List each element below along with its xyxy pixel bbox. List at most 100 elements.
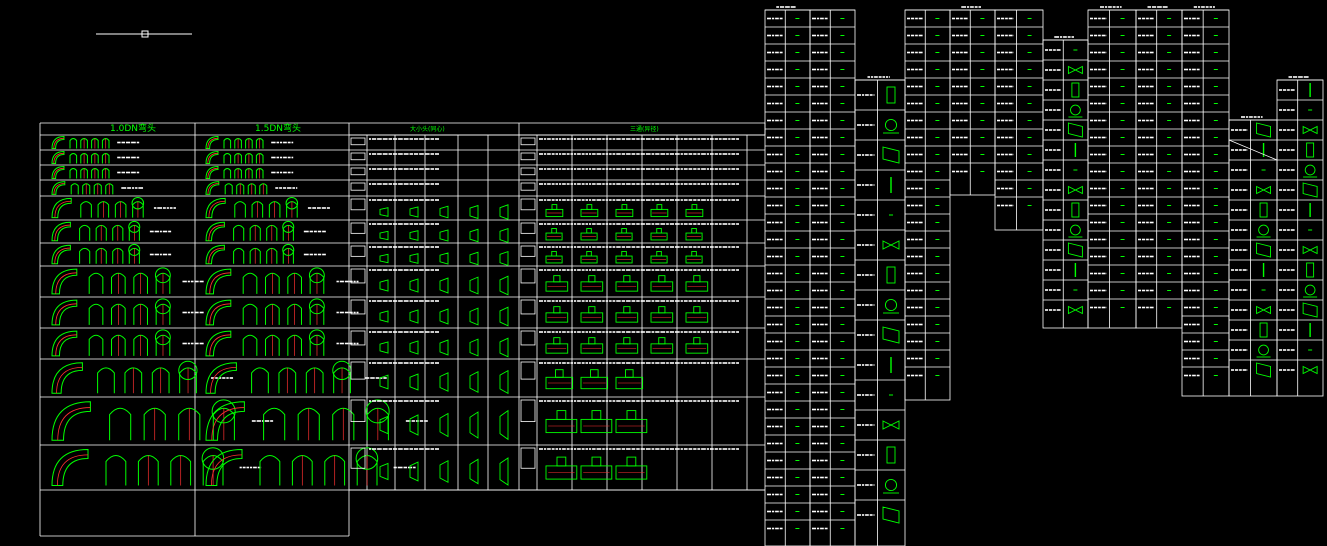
row-tag [350, 268, 366, 284]
reducer-icon [409, 340, 419, 355]
row-tag [520, 198, 536, 211]
reducer-icon [439, 252, 449, 265]
elbow-symbol-row [205, 329, 325, 357]
elbow-symbol-row [51, 165, 110, 179]
check-valve-icon [884, 478, 898, 492]
valve-table-block [1087, 6, 1137, 329]
pipe-section-icon [1259, 202, 1268, 218]
gate-valve-icon [1302, 125, 1318, 135]
reducer-icon [379, 374, 389, 390]
row-tag [350, 447, 366, 469]
gate-valve-icon [1256, 305, 1272, 315]
gate-valve-icon [1302, 365, 1318, 375]
header-reducer: 大小头(同心) [410, 125, 445, 133]
gate-valve-icon [1302, 245, 1318, 255]
row-tag [520, 361, 536, 380]
check-valve-icon [884, 118, 898, 132]
fittings-table [39, 122, 766, 537]
elbow-symbol-row [205, 196, 299, 219]
reducer-icon [469, 458, 479, 485]
pipe-section-icon [886, 266, 896, 284]
row-tag [520, 137, 536, 146]
pipe-section-icon [1071, 82, 1080, 98]
reducer-icon [499, 409, 509, 441]
reducer-icon [379, 462, 389, 481]
row-tag [350, 361, 366, 380]
row-tag [520, 222, 536, 234]
flange-icon [882, 146, 900, 164]
flange-icon [1302, 182, 1318, 198]
gate-valve-icon [1067, 305, 1083, 315]
reducer-icon [499, 204, 509, 220]
elbow-symbol-row [51, 220, 141, 242]
elbow-symbols [51, 135, 428, 486]
row-tag [350, 299, 366, 315]
reducer-icon [469, 276, 479, 295]
flange-icon [1302, 302, 1318, 318]
reducer-icon [379, 310, 389, 323]
row-tag [350, 198, 366, 211]
reducer-icon [379, 341, 389, 354]
reducer-icon [379, 279, 389, 292]
tee-symbols [520, 137, 739, 480]
check-valve-icon [884, 298, 898, 312]
elbow-symbol-row [51, 360, 198, 394]
elbow-symbol-row [51, 267, 171, 295]
valve-table-block [1181, 6, 1230, 397]
reducer-icon [439, 459, 449, 484]
reducer-icon [379, 230, 389, 241]
valve-table-block [809, 9, 856, 546]
row-tag [520, 182, 536, 191]
row-tag [350, 222, 366, 234]
pipe-section-icon [1259, 322, 1268, 338]
row-tag [350, 137, 366, 146]
check-valve-icon [1258, 344, 1269, 356]
reducer-icon [409, 230, 419, 241]
elbow-symbol-row [51, 196, 145, 219]
row-tag [520, 245, 536, 257]
slider-handle-icon[interactable] [141, 30, 149, 38]
flange-icon [882, 326, 900, 344]
reducer-icon [499, 369, 509, 395]
reducer-icon [499, 275, 509, 296]
reducer-icon [499, 227, 509, 244]
row-tag [520, 167, 536, 176]
check-valve-icon [1070, 104, 1081, 116]
reducer-icon [469, 411, 479, 439]
row-tag [350, 399, 366, 423]
reducer-icon [439, 412, 449, 438]
reducer-icon [469, 228, 479, 243]
gate-valve-icon [1256, 185, 1272, 195]
pipe-section-icon [1306, 142, 1315, 158]
reducer-icon [379, 207, 389, 217]
header-1dn-elbow: 1.0DN弯头 [110, 122, 156, 134]
elbow-symbol-row [205, 399, 390, 441]
elbow-symbol-row [205, 447, 379, 486]
pipe-section-icon [1306, 262, 1315, 278]
elbow-symbol-row [205, 298, 325, 326]
valve-table-block [1135, 6, 1183, 329]
reducer-icon [439, 205, 449, 219]
header-tee: 三通(异径) [630, 125, 659, 133]
elbow-symbol-row [205, 243, 295, 265]
valve-table-block [854, 76, 906, 546]
row-tag [350, 152, 366, 161]
gate-valve-icon [882, 240, 900, 250]
flange-icon [1256, 122, 1272, 138]
row-tag [350, 330, 366, 346]
slider-control[interactable] [96, 30, 192, 38]
reducer-icon [499, 337, 509, 358]
elbow-symbol-row [51, 298, 171, 326]
reducer-icon [409, 253, 419, 264]
row-tag [520, 447, 536, 469]
row-tag [520, 268, 536, 284]
valve-table-block [904, 9, 951, 401]
elbow-symbol-row [205, 150, 264, 164]
reducer-icon [499, 250, 509, 267]
header-15dn-elbow: 1.5DN弯头 [255, 122, 301, 134]
row-tag [350, 182, 366, 191]
reducer-icon [469, 204, 479, 220]
reducer-symbols [350, 137, 509, 486]
elbow-symbol-row [205, 135, 264, 149]
